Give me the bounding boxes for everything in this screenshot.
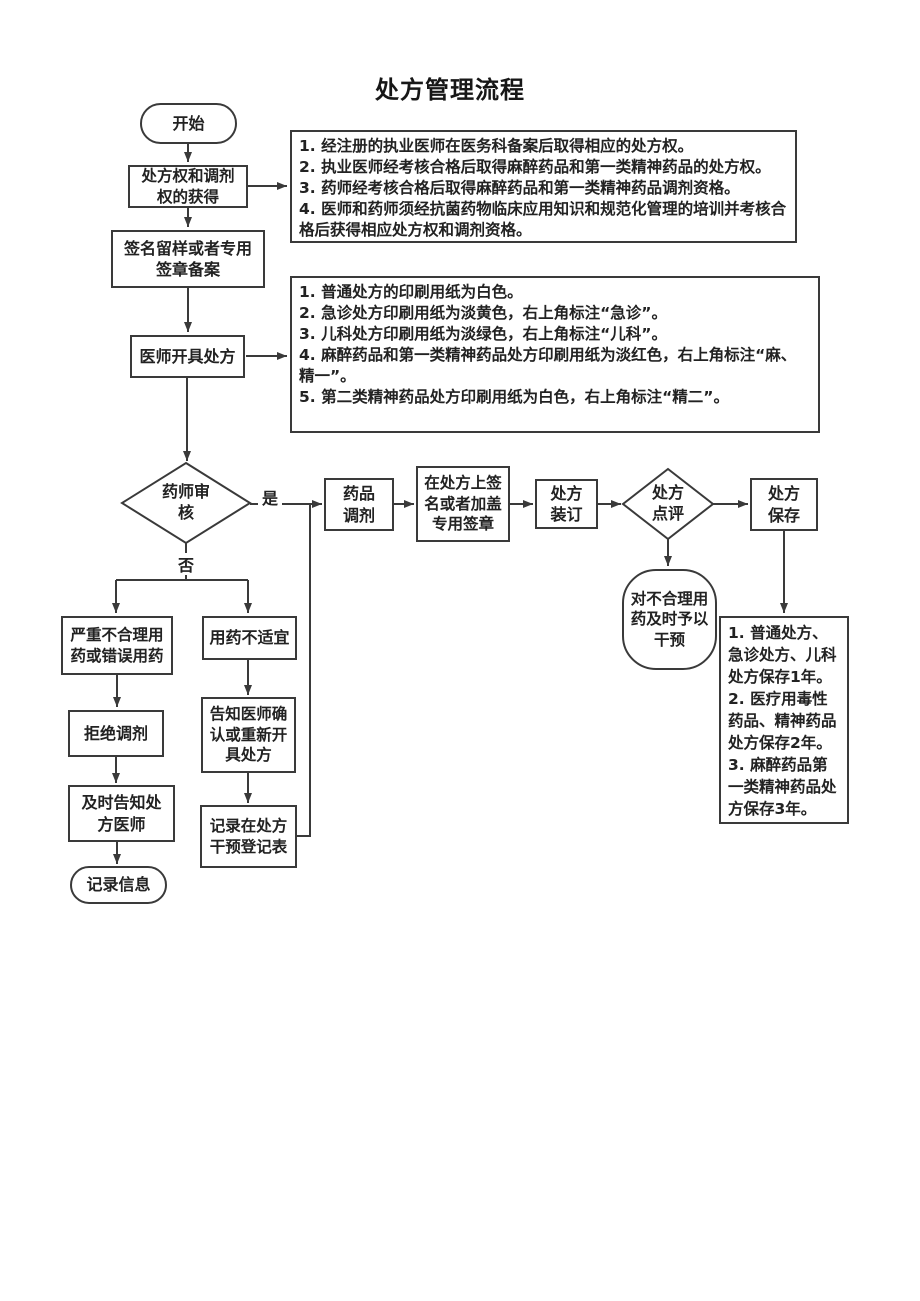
note-storage-terms: 1. 普通处方、急诊处方、儿科处方保存1年。 2. 医疗用毒性药品、精神药品处方… [719,616,849,824]
note-paper-color-rules: 1. 普通处方的印刷用纸为白色。 2. 急诊处方印刷用纸为淡黄色，右上角标注“急… [290,276,820,433]
page-title: 处方管理流程 [375,76,525,104]
decision-comment-label: 处方 点评 [651,483,684,523]
node-notify-confirm: 告知医师确 认或重新开 具处方 [201,697,296,773]
node-timely-intervene: 对不合理用 药及时予以 干预 [622,569,717,670]
node-prescription-rights: 处方权和调剂 权的获得 [128,165,248,208]
node-storage: 处方 保存 [750,478,818,531]
end-record-info: 记录信息 [70,866,167,904]
node-unsuitable-medication: 用药不适宜 [202,616,297,660]
edge-register-feedback [297,504,311,837]
node-refuse-dispense: 拒绝调剂 [68,710,164,757]
decision-pharmacist-review-label: 药师审 核 [161,482,210,522]
label-no: 否 [174,553,198,575]
node-severe-misuse: 严重不合理用 药或错误用药 [61,616,173,675]
label-yes: 是 [258,486,282,508]
node-signature-record: 签名留样或者专用 签章备案 [111,230,265,288]
decision-pharmacist-review [120,461,252,545]
start-node: 开始 [140,103,237,144]
node-notify-doctor: 及时告知处 方医师 [68,785,175,842]
node-sign-or-seal: 在处方上签 名或者加盖 专用签章 [416,466,510,542]
node-intervention-register: 记录在处方 干预登记表 [200,805,297,868]
node-drug-dispense: 药品 调剂 [324,478,394,531]
decision-prescription-comment [621,467,715,541]
node-binding: 处方 装订 [535,479,598,529]
note-qualification-rules: 1. 经注册的执业医师在医务科备案后取得相应的处方权。 2. 执业医师经考核合格… [290,130,797,243]
node-doctor-prescribe: 医师开具处方 [130,335,245,378]
